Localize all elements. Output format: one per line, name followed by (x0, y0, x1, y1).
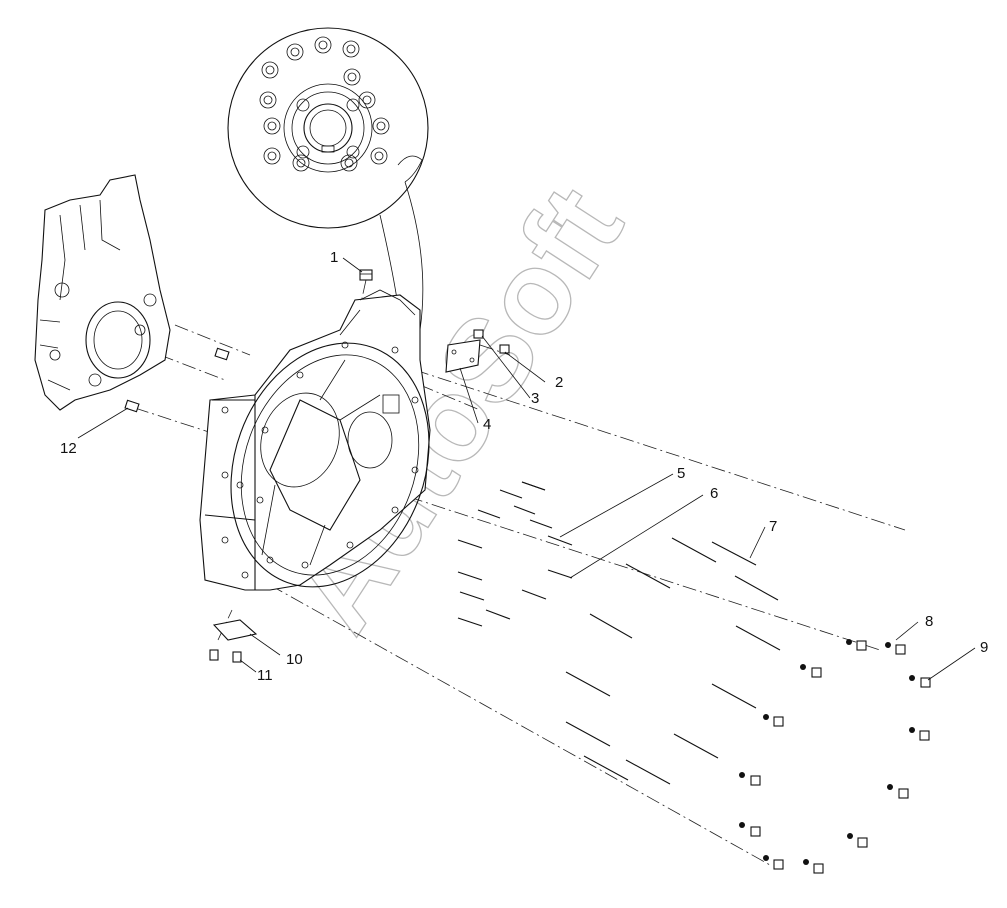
cover-plate-bolt (473, 329, 484, 339)
washer-nut-pair (847, 833, 868, 848)
plate-screw (209, 649, 219, 661)
dowel-pin (214, 347, 230, 361)
stud (625, 563, 671, 589)
studs (565, 537, 781, 785)
stud (711, 541, 757, 566)
callout-12: 12 (60, 440, 77, 457)
callout-4: 4 (483, 416, 491, 433)
washer-nut-pair (909, 675, 931, 688)
bolt (521, 589, 547, 600)
inspection-plate (212, 619, 258, 641)
callout-11: 11 (257, 667, 273, 684)
washer-nut-pair (800, 664, 822, 678)
housing-bolts (457, 481, 573, 627)
washer-nut-pair (739, 822, 761, 837)
callout-6: 6 (710, 485, 718, 502)
plug (359, 269, 373, 281)
washer-nut-pair (763, 714, 784, 727)
dowel-pins (124, 347, 230, 413)
bolt (521, 481, 546, 491)
stud (735, 625, 781, 651)
washer-nut-pair (909, 727, 930, 741)
stud (583, 755, 629, 781)
stud (734, 575, 779, 601)
stud (673, 733, 719, 759)
washer-nut-pair (739, 772, 761, 786)
stud (625, 759, 671, 785)
bolt (485, 609, 511, 620)
callout-2: 2 (555, 374, 563, 391)
callout-7: 7 (769, 518, 777, 535)
washer-nut-pair (885, 642, 906, 655)
engine-block (34, 174, 171, 411)
bolt (477, 509, 501, 519)
bolt (459, 591, 485, 601)
bolt (457, 539, 483, 549)
washer-nut-pair (803, 859, 824, 874)
bolt (457, 617, 483, 627)
bolt (547, 569, 573, 579)
callout-8: 8 (925, 613, 933, 630)
callout-3: 3 (531, 390, 539, 407)
bolt (457, 571, 483, 581)
callout-9: 9 (980, 639, 988, 656)
stud (565, 721, 611, 747)
bolt (499, 489, 523, 499)
callout-10: 10 (286, 651, 303, 668)
stud (671, 537, 717, 563)
washer-nut-pair (846, 639, 867, 651)
cover-plate (445, 339, 481, 373)
dowel-pin (124, 399, 140, 413)
bolt (513, 505, 536, 515)
bolt (529, 519, 553, 529)
detail-view-circle (227, 27, 429, 331)
callout-5: 5 (677, 465, 685, 482)
cover-plate-bolt (499, 344, 510, 354)
detail-bolt-heads (259, 36, 390, 172)
washer-nut-pair (763, 855, 784, 870)
callout-1: 1 (330, 249, 338, 266)
housing-bolt-holes (221, 341, 419, 579)
washer-nut-pair (887, 784, 909, 799)
stud (711, 683, 757, 709)
flywheel-housing (199, 289, 431, 591)
bolt (547, 535, 573, 546)
plate-screw (232, 651, 242, 663)
stud (589, 613, 633, 639)
leader-lines (77, 257, 976, 681)
washers-and-nuts (739, 639, 931, 874)
stud (565, 671, 611, 697)
callouts: 1 2 3 4 5 6 7 8 9 10 11 12 (60, 249, 988, 684)
